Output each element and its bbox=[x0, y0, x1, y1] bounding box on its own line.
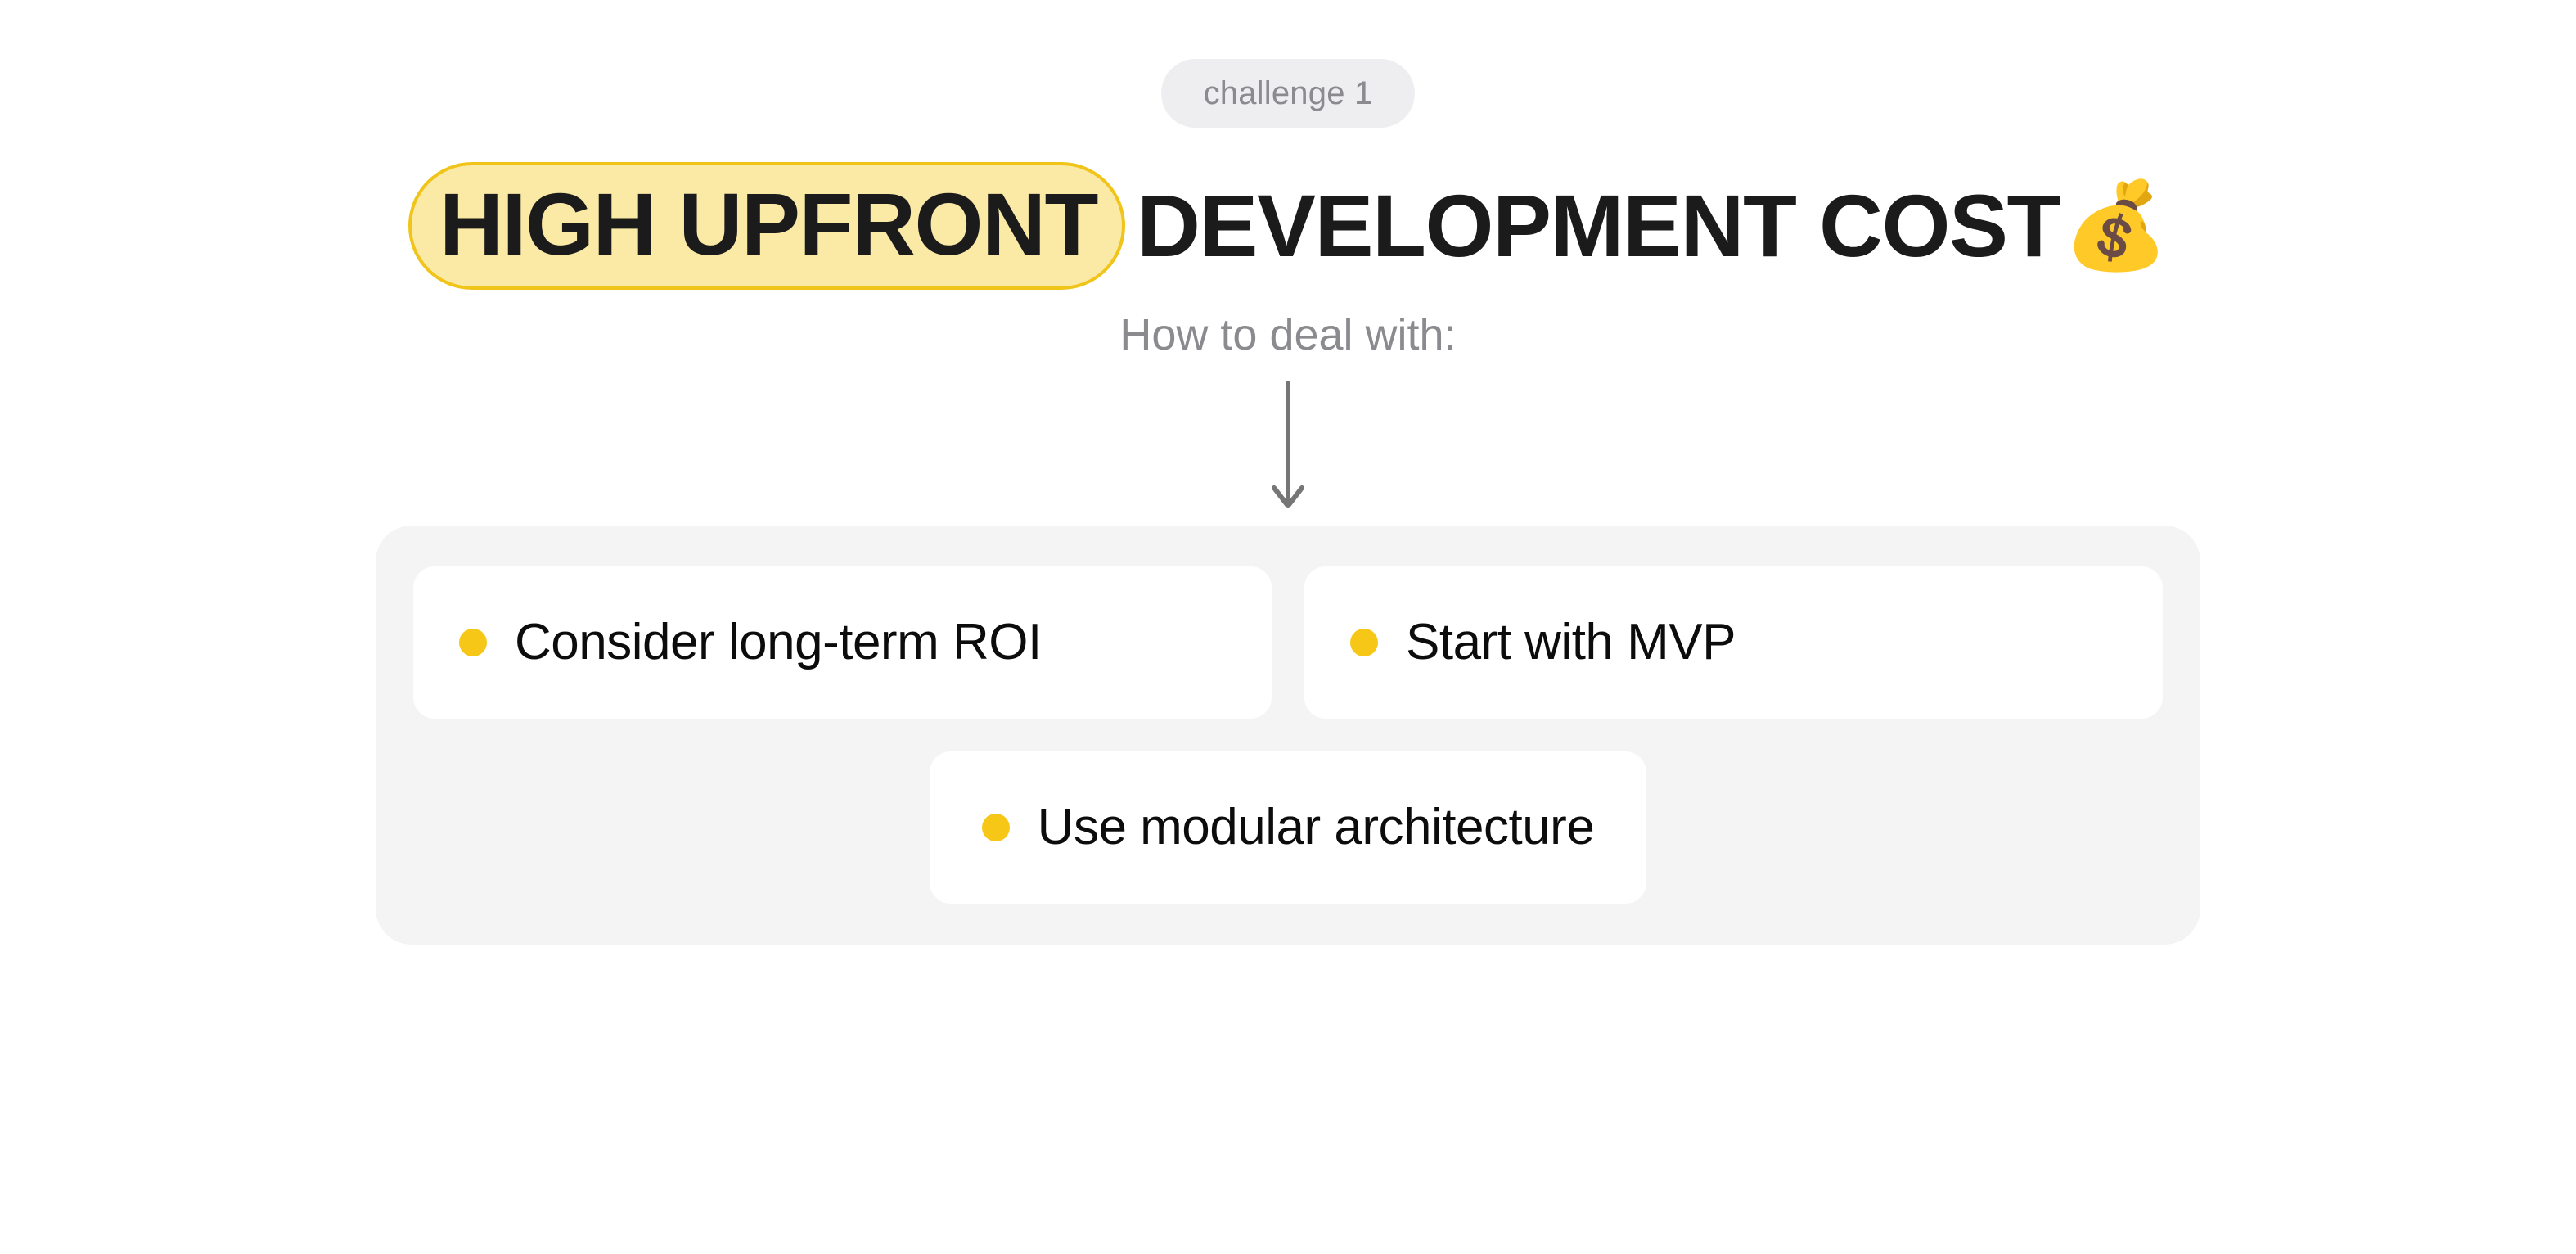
title-highlight: HIGH UPFRONT bbox=[408, 162, 1125, 290]
bullet-dot-icon bbox=[459, 629, 487, 656]
badge-container: challenge 1 bbox=[1160, 59, 1416, 128]
title-rest: DEVELOPMENT COST bbox=[1136, 176, 2061, 275]
solutions-panel: Consider long-term ROI Start with MVP Us… bbox=[376, 526, 2200, 945]
bullet-dot-icon bbox=[981, 814, 1010, 841]
solution-card-label: Use modular architecture bbox=[1037, 799, 1595, 855]
arrow-down-icon bbox=[1272, 381, 1304, 508]
solution-card-label: Start with MVP bbox=[1406, 614, 1736, 670]
money-bag-emoji: 💰 bbox=[2063, 178, 2169, 273]
solution-card[interactable]: Start with MVP bbox=[1304, 566, 2163, 719]
bullet-dot-icon bbox=[1350, 629, 1378, 656]
subtitle: How to deal with: bbox=[1119, 310, 1457, 359]
challenge-badge: challenge 1 bbox=[1160, 59, 1416, 128]
solution-card-label: Consider long-term ROI bbox=[515, 614, 1042, 670]
solutions-row: Use modular architecture bbox=[413, 751, 2163, 904]
solution-card[interactable]: Use modular architecture bbox=[929, 751, 1647, 904]
solutions-row: Consider long-term ROI Start with MVP bbox=[413, 566, 2163, 719]
page-title: HIGH UPFRONT DEVELOPMENT COST 💰 bbox=[408, 162, 2169, 290]
solution-card[interactable]: Consider long-term ROI bbox=[413, 566, 1272, 719]
